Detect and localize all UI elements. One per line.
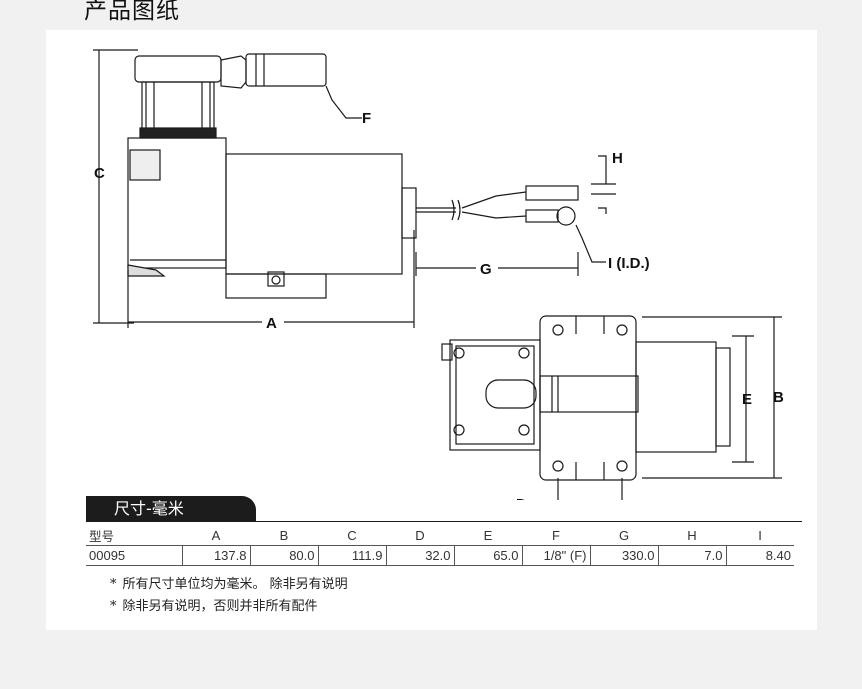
- spade-terminal: [525, 185, 579, 201]
- label-f: F: [362, 110, 371, 127]
- top-view-body: [539, 315, 637, 481]
- cell-d: 32.0: [386, 545, 455, 566]
- cell-b: 80.0: [250, 545, 319, 566]
- header-d: D: [415, 528, 425, 543]
- label-d: D: [516, 496, 527, 500]
- header-h: H: [687, 528, 697, 543]
- label-g: G: [480, 261, 492, 278]
- dimensions-table: 型号 A B C D E F G H I 00095 137.8 80.0 11…: [86, 526, 794, 566]
- cell-a: 137.8: [182, 545, 251, 566]
- label-c: C: [94, 165, 105, 182]
- motor-body: [225, 153, 403, 275]
- cell-i: 8.40: [765, 548, 791, 563]
- cell-f: 1/8" (F): [522, 545, 591, 566]
- leader-f: [325, 85, 362, 119]
- notes-block: * 所有尺寸单位均为毫米。 除非另有说明 * 除非另有说明，否则并非所有配件: [110, 574, 348, 618]
- motor-endcap: [401, 187, 417, 239]
- fitting-f: [245, 53, 327, 87]
- page-title: 产品图纸: [84, 0, 180, 24]
- table-header-row: 型号 A B C D E F G H I: [86, 526, 794, 546]
- motor-base: [225, 273, 327, 299]
- cell-h: 7.0: [658, 545, 727, 566]
- technical-drawing: F C H I (I.D.) G A: [93, 49, 784, 500]
- drawing-sheet: F C H I (I.D.) G A: [46, 30, 817, 630]
- wire-2: [461, 211, 527, 219]
- header-model: 型号: [89, 529, 115, 544]
- pump-head: [134, 55, 222, 83]
- note-text-1: 所有尺寸单位均为毫米。 除非另有说明: [122, 577, 348, 592]
- table-top-rule: [86, 521, 802, 522]
- header-i: I: [758, 528, 762, 543]
- leader-i: [575, 224, 606, 263]
- cell-model: 00095: [86, 545, 183, 566]
- top-view-motor: [635, 341, 717, 453]
- header-f: F: [552, 528, 560, 543]
- cell-e: 65.0: [454, 545, 523, 566]
- wire-1: [461, 191, 527, 209]
- note-marker: *: [110, 577, 117, 592]
- label-e: E: [742, 391, 752, 408]
- cell-c: 111.9: [318, 545, 387, 566]
- header-g: G: [618, 528, 630, 543]
- header-e: E: [483, 528, 493, 543]
- note-item: * 所有尺寸单位均为毫米。 除非另有说明: [110, 574, 348, 596]
- table-row: 00095 137.8 80.0 111.9 32.0 65.0 1/8" (F…: [86, 545, 794, 566]
- label-b: B: [773, 389, 784, 406]
- header-c: C: [347, 528, 357, 543]
- ring-terminal: [525, 209, 559, 223]
- label-i: I (I.D.): [608, 255, 650, 272]
- label-a: A: [266, 315, 277, 332]
- dimensions-tab: 尺寸-毫米: [86, 496, 256, 522]
- label-h: H: [612, 150, 623, 167]
- header-a: A: [211, 528, 221, 543]
- note-item: * 除非另有说明，否则并非所有配件: [110, 596, 348, 618]
- note-text-2: 除非另有说明，否则并非所有配件: [122, 599, 318, 614]
- top-view-head: [449, 339, 541, 451]
- header-b: B: [279, 528, 289, 543]
- cell-g: 330.0: [590, 545, 659, 566]
- top-view-fitting: [539, 375, 639, 413]
- note-marker: *: [110, 599, 117, 614]
